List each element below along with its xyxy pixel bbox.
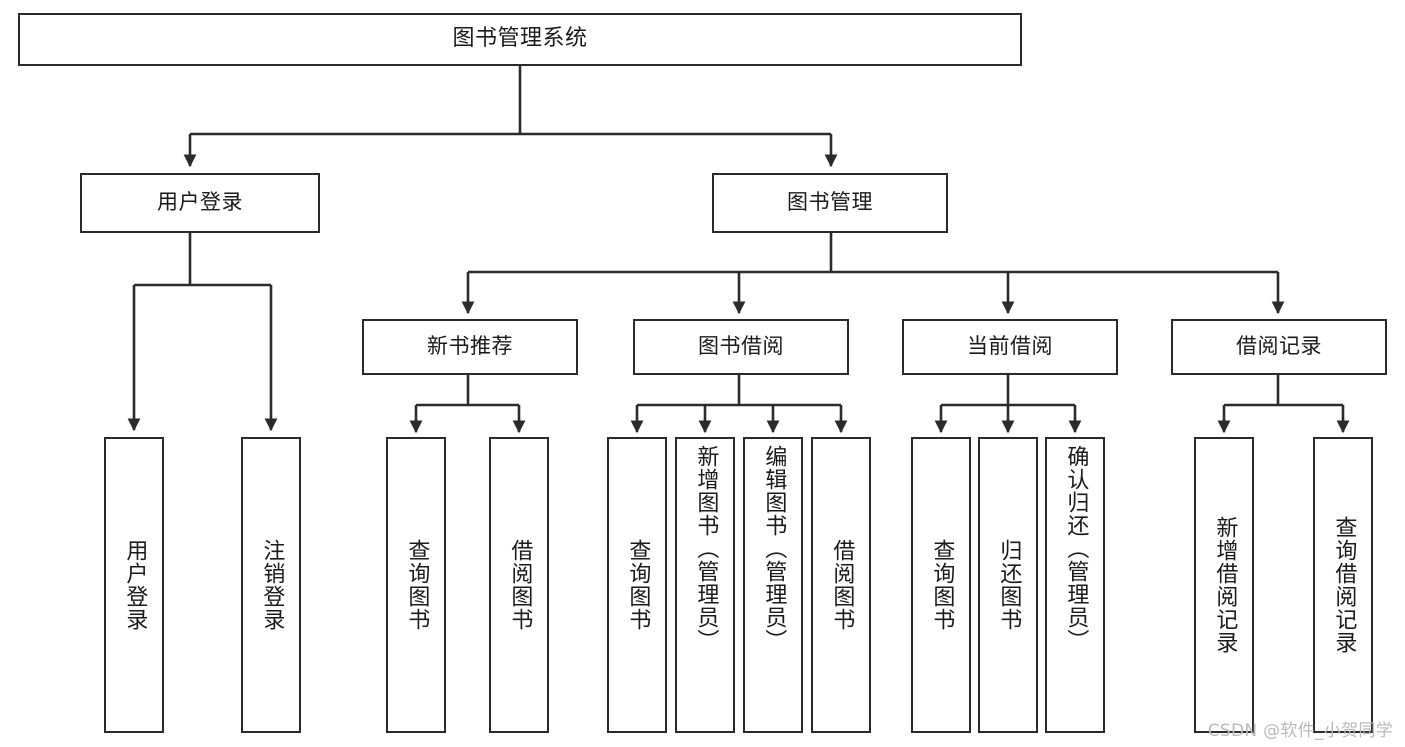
node-leaf-return-book[interactable]: 归还图书 bbox=[978, 437, 1038, 733]
node-leaf-query-book-borrow[interactable]: 查询图书 bbox=[607, 437, 667, 733]
node-leaf-query-borrow-record[interactable]: 查询借阅记录 bbox=[1313, 437, 1373, 733]
node-new-book-recommend[interactable]: 新书推荐 bbox=[362, 319, 578, 375]
node-book-management[interactable]: 图书管理 bbox=[712, 173, 948, 233]
node-label: 借阅记录 bbox=[1236, 334, 1322, 359]
node-user-login[interactable]: 用户登录 bbox=[80, 173, 320, 233]
node-leaf-user-login[interactable]: 用户登录 bbox=[104, 437, 164, 733]
node-label: 新增借阅记录 bbox=[1212, 516, 1238, 654]
node-book-borrow[interactable]: 图书借阅 bbox=[633, 319, 849, 375]
node-leaf-query-book-current[interactable]: 查询图书 bbox=[911, 437, 971, 733]
node-leaf-edit-book[interactable]: 编辑图书（管理员） bbox=[743, 437, 803, 733]
node-current-borrow[interactable]: 当前借阅 bbox=[902, 319, 1118, 375]
node-label: 查询借阅记录 bbox=[1331, 516, 1357, 654]
node-borrow-record[interactable]: 借阅记录 bbox=[1171, 319, 1387, 375]
node-label: 借阅图书 bbox=[829, 539, 855, 631]
node-leaf-query-book-recommend[interactable]: 查询图书 bbox=[386, 437, 446, 733]
node-leaf-logout-login[interactable]: 注销登录 bbox=[241, 437, 301, 733]
node-leaf-borrow-book-recommend[interactable]: 借阅图书 bbox=[489, 437, 549, 733]
node-book-management-system[interactable]: 图书管理系统 bbox=[18, 13, 1022, 66]
node-label: 注销登录 bbox=[259, 539, 285, 631]
node-label: 图书借阅 bbox=[698, 334, 784, 359]
node-label: 查询图书 bbox=[625, 539, 651, 631]
node-label: 确认归还（管理员） bbox=[1063, 445, 1089, 652]
node-label: 借阅图书 bbox=[507, 539, 533, 631]
node-label: 用户登录 bbox=[122, 539, 148, 631]
node-label: 归还图书 bbox=[996, 539, 1022, 631]
node-leaf-add-borrow-record[interactable]: 新增借阅记录 bbox=[1194, 437, 1254, 733]
node-label: 查询图书 bbox=[404, 539, 430, 631]
node-label: 新书推荐 bbox=[427, 334, 513, 359]
node-label: 新增图书（管理员） bbox=[693, 445, 719, 652]
node-label: 当前借阅 bbox=[967, 334, 1053, 359]
node-label: 编辑图书（管理员） bbox=[761, 445, 787, 652]
node-label: 图书管理系统 bbox=[452, 26, 588, 52]
node-leaf-borrow-book[interactable]: 借阅图书 bbox=[811, 437, 871, 733]
node-label: 图书管理 bbox=[787, 190, 873, 215]
node-leaf-add-book[interactable]: 新增图书（管理员） bbox=[675, 437, 735, 733]
node-leaf-confirm-return[interactable]: 确认归还（管理员） bbox=[1045, 437, 1105, 733]
node-label: 查询图书 bbox=[929, 539, 955, 631]
node-label: 用户登录 bbox=[157, 190, 243, 215]
